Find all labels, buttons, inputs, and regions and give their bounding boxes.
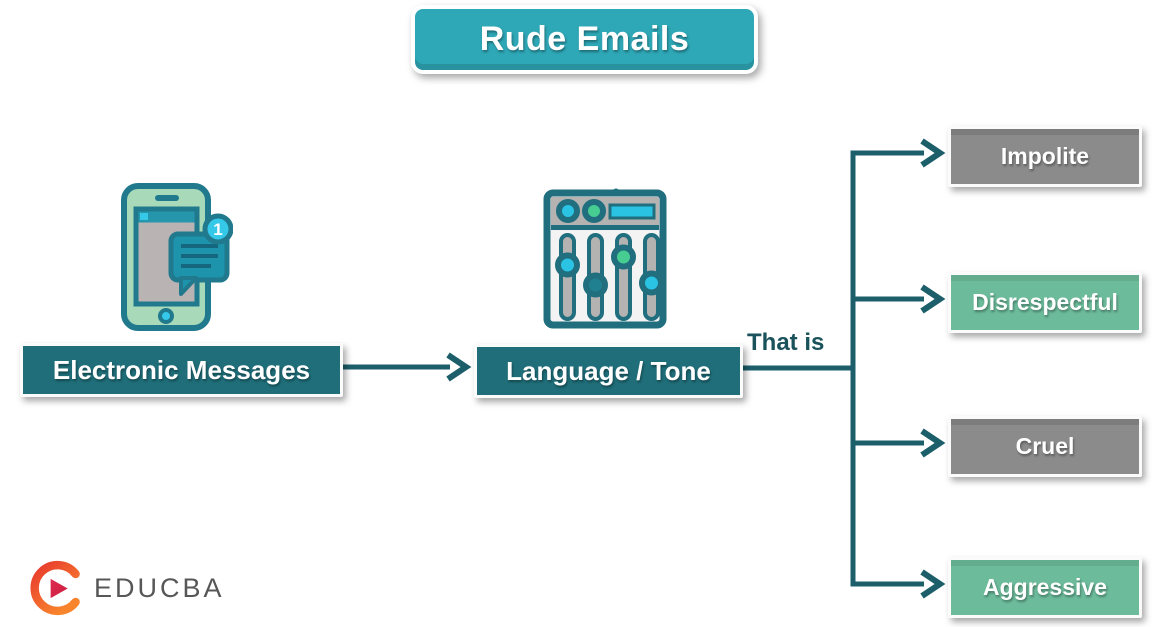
educba-logo-icon xyxy=(30,560,80,616)
chat-bubble-icon xyxy=(168,231,230,296)
notification-badge: 1 xyxy=(202,213,233,245)
smartphone-message-icon: 1 xyxy=(121,183,233,331)
arrowhead-icon xyxy=(446,352,472,382)
mixer-knob xyxy=(582,199,606,223)
educba-logo: EDUCBA xyxy=(28,560,225,616)
arrowhead-icon xyxy=(920,569,946,599)
educba-logo-text: EDUCBA xyxy=(94,572,225,603)
node-outcome-impolite: Impolite xyxy=(948,126,1142,187)
node-outcome-disrespectful: Disrespectful xyxy=(948,272,1142,333)
page-title: Rude Emails xyxy=(411,5,758,74)
mixer-knob xyxy=(556,199,580,223)
node-outcome-aggressive: Aggressive xyxy=(948,557,1142,618)
phone-speaker xyxy=(155,195,179,201)
branch-line-bottom xyxy=(850,368,924,587)
arrowhead-icon xyxy=(920,138,946,168)
branch-line-top xyxy=(741,150,924,371)
node-language-tone: Language / Tone xyxy=(474,344,743,398)
mixer-sliders xyxy=(555,233,664,321)
connector-label-that-is: That is xyxy=(747,329,825,356)
svg-text:1: 1 xyxy=(213,220,222,239)
mixer-display xyxy=(608,203,656,220)
arrowhead-icon xyxy=(920,428,946,458)
node-outcome-cruel: Cruel xyxy=(948,416,1142,477)
node-electronic-messages: Electronic Messages xyxy=(20,343,343,397)
audio-mixer-icon xyxy=(543,188,667,329)
arrowhead-icon xyxy=(920,284,946,314)
